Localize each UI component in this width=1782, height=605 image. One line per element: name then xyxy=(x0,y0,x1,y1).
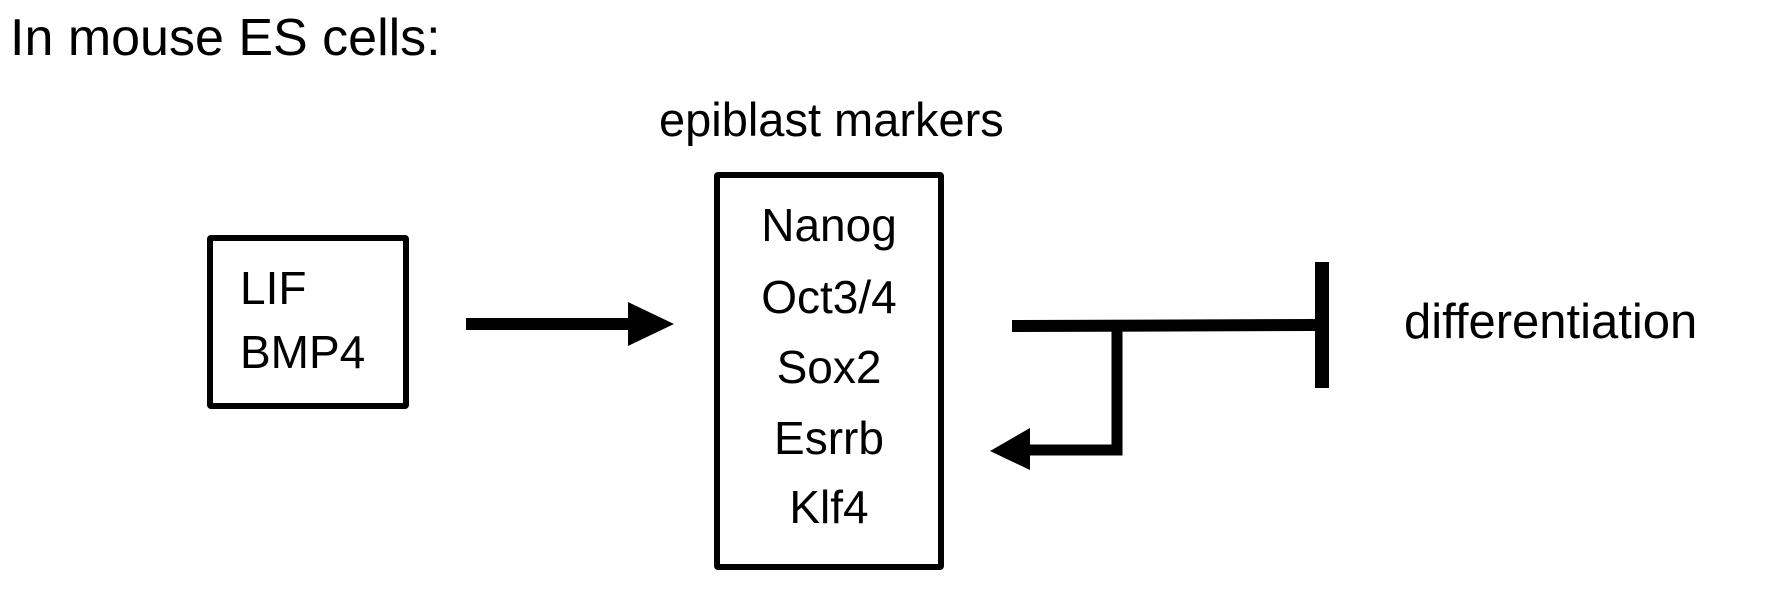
marker-esrrb: Esrrb xyxy=(774,412,884,464)
marker-klf4: Klf4 xyxy=(789,481,869,533)
activation-arrow xyxy=(466,302,674,346)
marker-oct34: Oct3/4 xyxy=(761,271,897,323)
marker-box: Nanog Oct3/4 Sox2 Esrrb Klf4 xyxy=(714,172,944,570)
inhibition-line xyxy=(1011,262,1329,388)
diagram-title: In mouse ES cells: xyxy=(10,9,441,67)
differentiation-label: differentiation xyxy=(1404,295,1698,349)
signal-lif: LIF xyxy=(240,262,307,314)
marker-nanog: Nanog xyxy=(761,199,897,251)
markers-label: epiblast markers xyxy=(659,93,1004,146)
marker-sox2: Sox2 xyxy=(776,341,882,393)
feedback-arrow xyxy=(990,326,1123,470)
signal-bmp4: BMP4 xyxy=(240,326,366,378)
signal-box: LIF BMP4 xyxy=(207,235,409,409)
